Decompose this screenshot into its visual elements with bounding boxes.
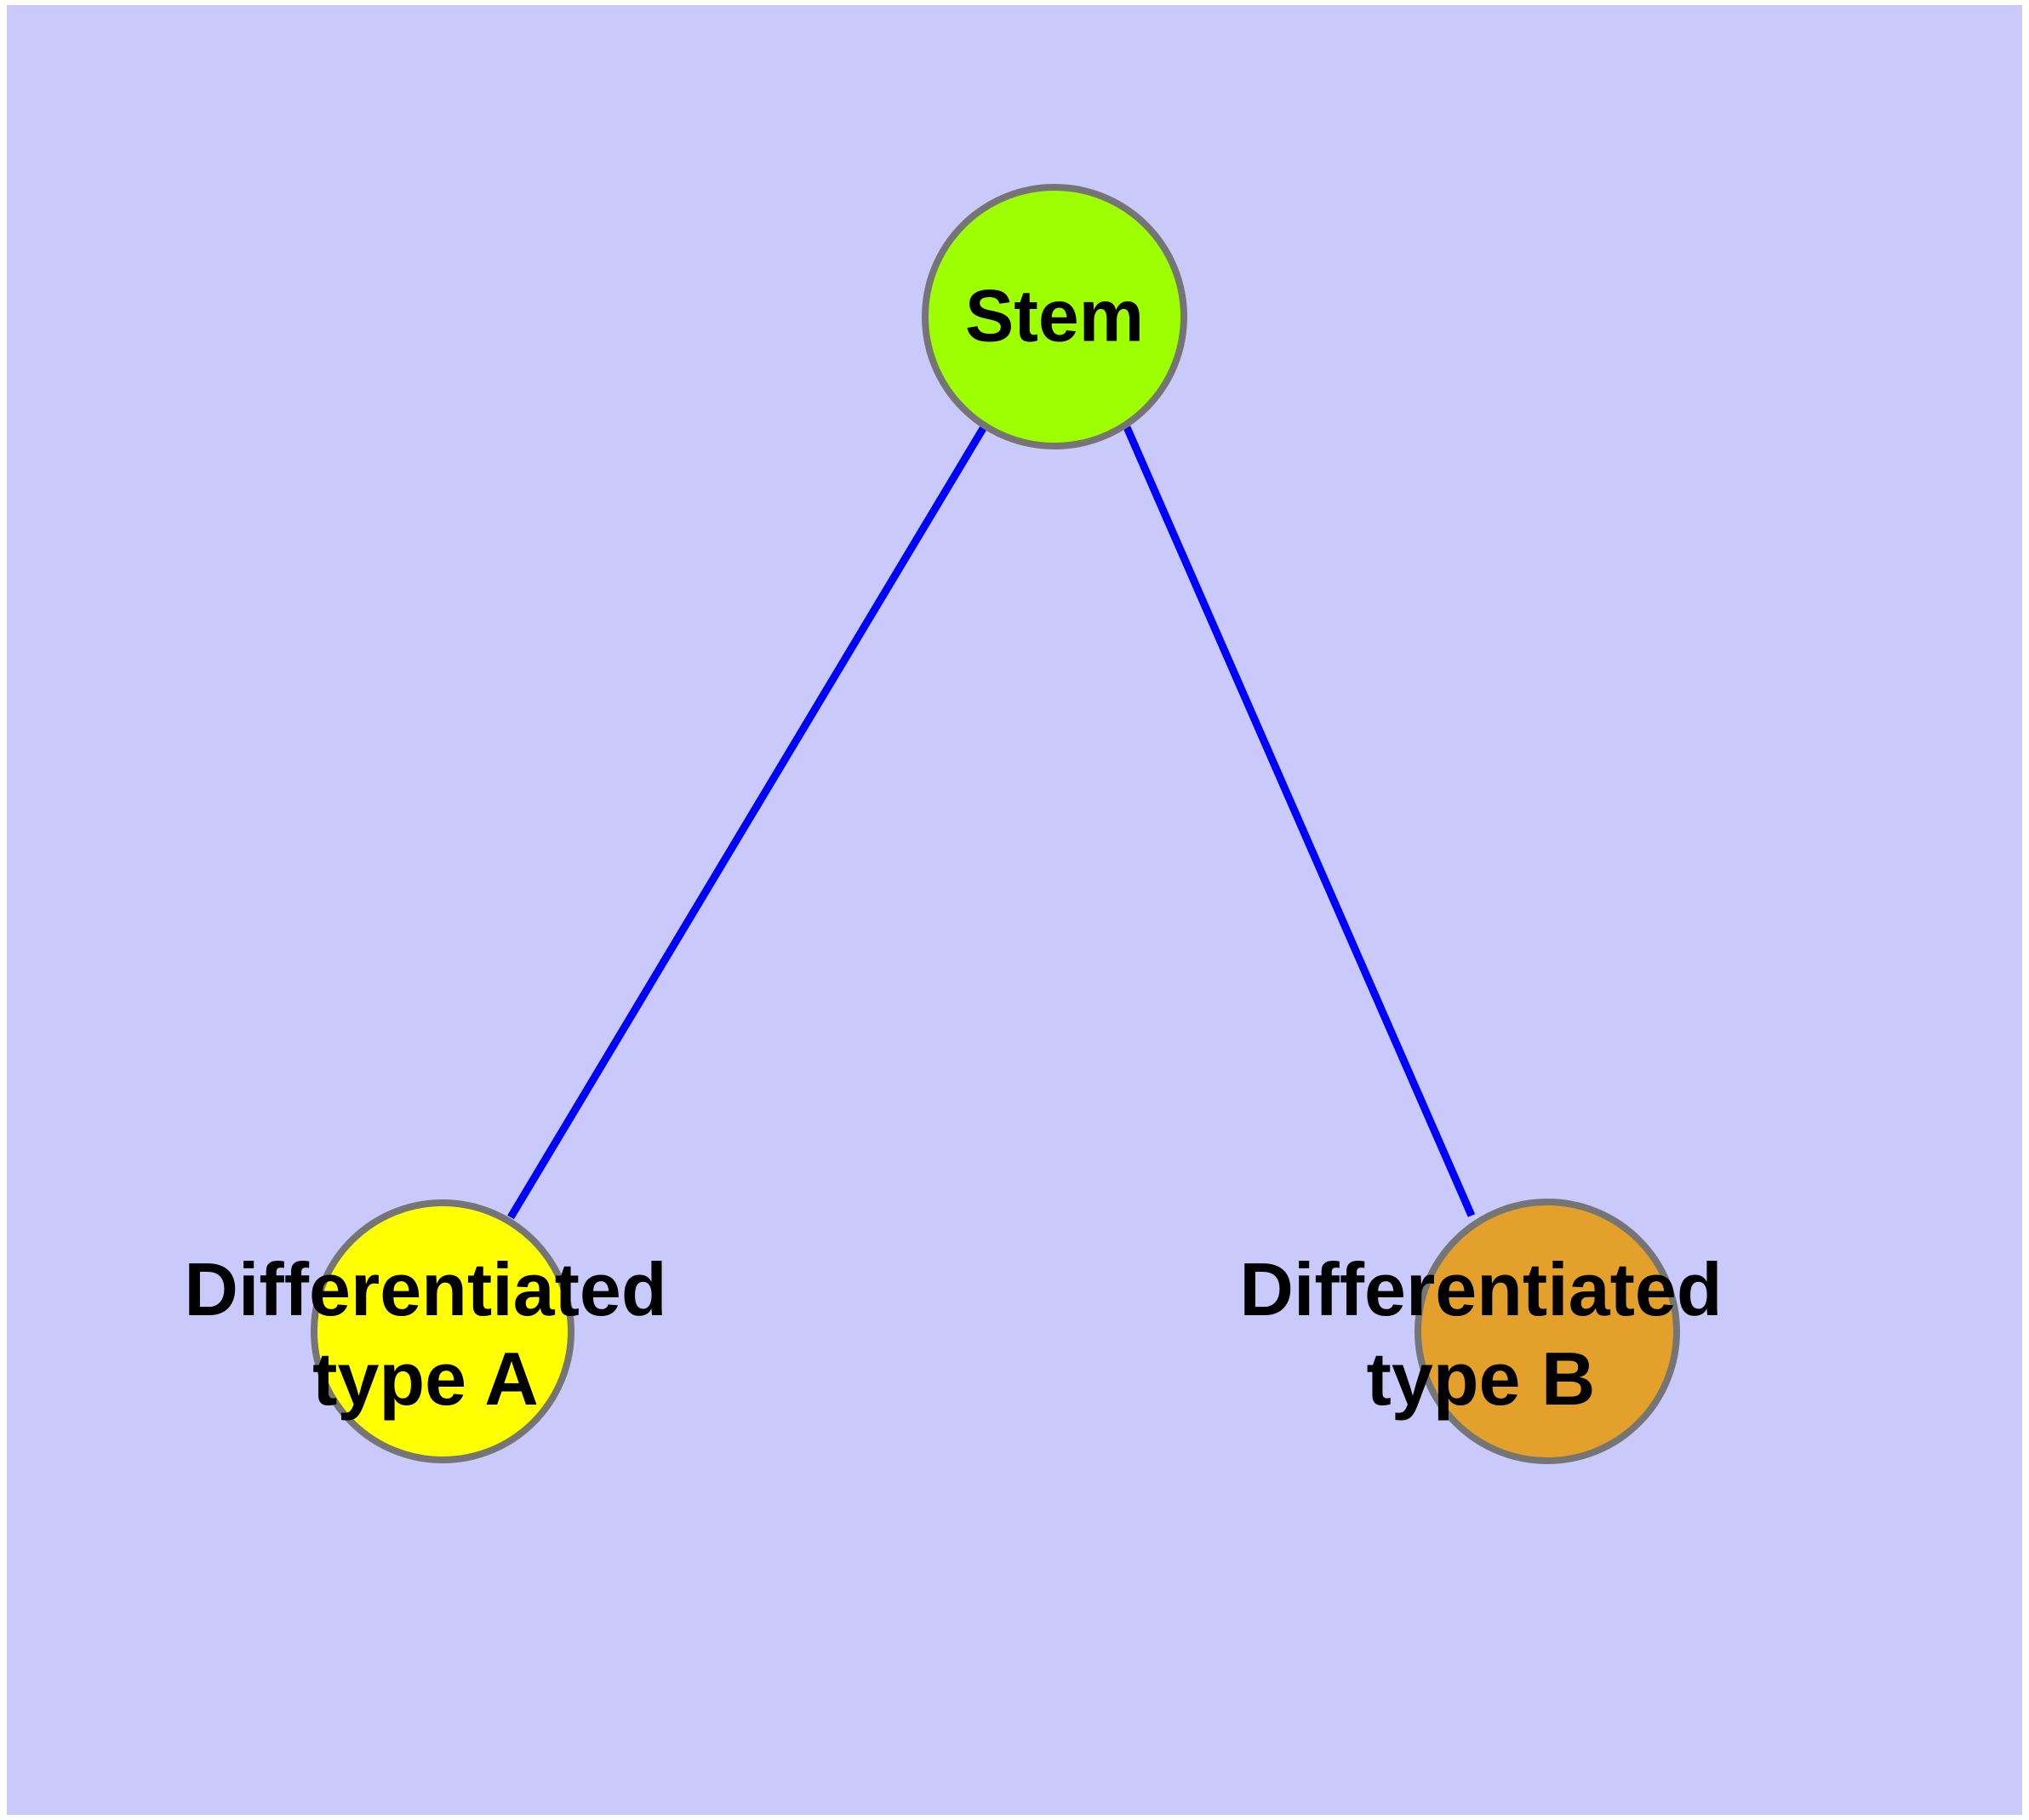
node-type-b-label-line-2: type B <box>1367 1336 1596 1421</box>
node-stem[interactable]: Stem <box>922 184 1187 449</box>
node-type-b-label: Differentiated type B <box>1239 1247 1722 1421</box>
node-type-a-label-line-2: type A <box>312 1336 539 1421</box>
node-layer: Stem <box>311 184 1680 1464</box>
node-type-a-circle[interactable] <box>311 1199 574 1463</box>
node-type-a-label-line-1: Differentiated <box>184 1247 666 1331</box>
node-type-b-label-line-1: Differentiated <box>1239 1247 1722 1331</box>
node-stem-circle[interactable] <box>922 184 1187 449</box>
node-differentiated-type-b[interactable] <box>1415 1199 1680 1464</box>
node-type-b-circle[interactable] <box>1415 1199 1680 1464</box>
edge-layer <box>507 423 1476 1220</box>
node-differentiated-type-a[interactable] <box>311 1199 574 1463</box>
edge-stem-to-type-a[interactable] <box>507 423 988 1220</box>
edge-stem-to-type-b[interactable] <box>1123 426 1476 1217</box>
label-layer: Differentiated type A Differentiated typ… <box>184 1247 1722 1421</box>
node-stem-label: Stem <box>965 276 1144 358</box>
node-type-a-label: Differentiated type A <box>184 1247 666 1421</box>
